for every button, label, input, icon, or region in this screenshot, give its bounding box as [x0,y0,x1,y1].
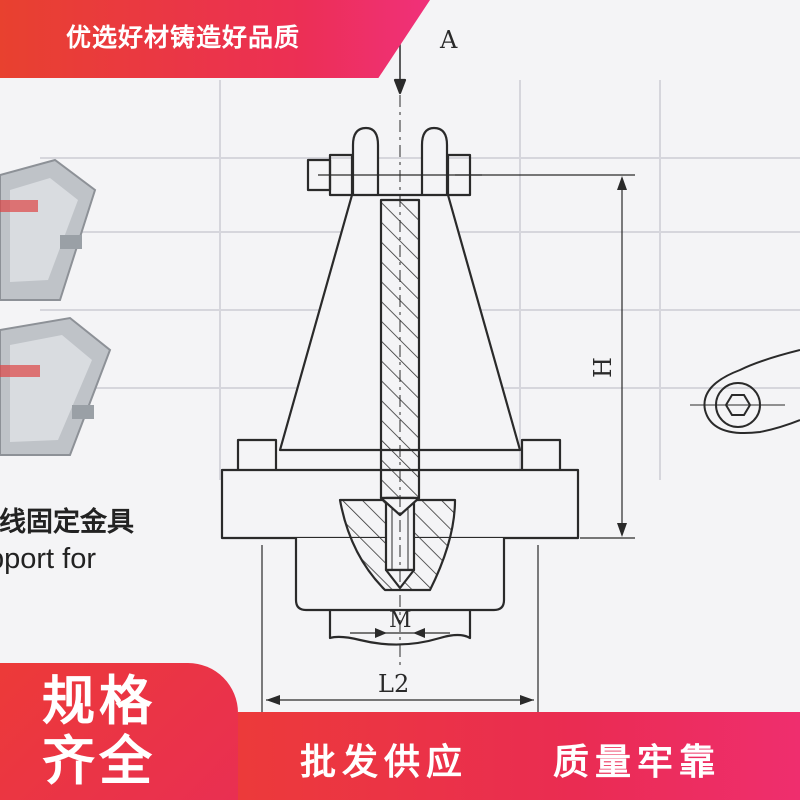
thread-dimension-label: M [389,608,412,633]
bottom-banner [238,712,800,800]
support-fitting-drawing [220,40,635,730]
product-name-en-fragment: pport for [0,543,96,575]
spec-badge-line1: 规格 [42,671,156,732]
height-dimension-label: H [589,357,617,378]
spec-badge [0,663,238,800]
length-dimension-label: L2 [378,670,409,698]
top-banner [0,0,430,78]
bottom-slogan-quality: 质量牢靠 [553,742,722,783]
bottom-slogan-wholesale: 批发供应 [300,742,469,783]
spec-badge-text: 规格 齐全 [42,672,212,792]
product-photo-2 [0,316,112,456]
view-label: A [439,26,458,54]
top-slogan: 优选好材铸造好品质 [66,23,301,52]
product-photo-1 [0,158,97,301]
product-name-cn-fragment: 母线固定金具 [0,507,134,538]
spec-badge-line2: 齐全 [42,731,156,792]
side-view-drawing [690,349,800,434]
